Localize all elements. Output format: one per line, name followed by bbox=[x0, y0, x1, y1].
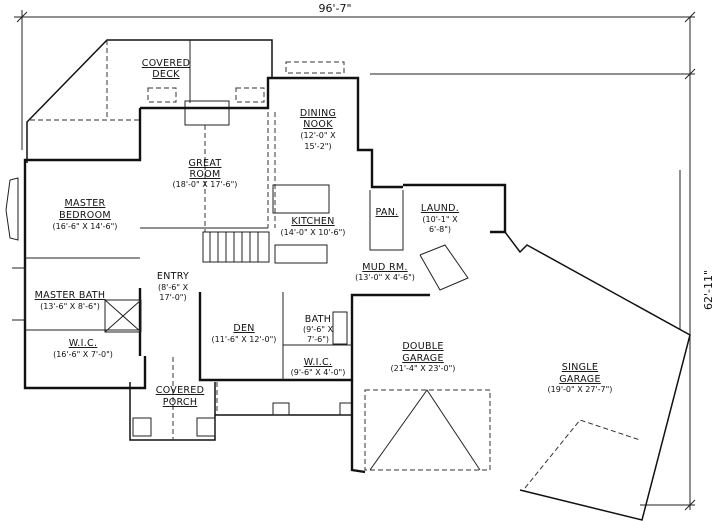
svg-text:COVERED: COVERED bbox=[156, 385, 204, 396]
svg-text:(14'-0" X 10'-6"): (14'-0" X 10'-6") bbox=[281, 228, 346, 237]
svg-text:(18'-0" X 17'-6"): (18'-0" X 17'-6") bbox=[173, 180, 238, 189]
svg-text:6'-8"): 6'-8") bbox=[429, 225, 451, 234]
svg-text:MUD RM.: MUD RM. bbox=[362, 262, 407, 273]
room-kitchen: KITCHEN (14'-0" X 10'-6") bbox=[281, 216, 346, 237]
svg-text:(9'-6" X 4'-0"): (9'-6" X 4'-0") bbox=[291, 368, 346, 377]
room-wic-den: W.I.C. (9'-6" X 4'-0") bbox=[291, 357, 346, 377]
svg-text:(19'-0" X 27'-7"): (19'-0" X 27'-7") bbox=[548, 385, 613, 394]
svg-text:W.I.C.: W.I.C. bbox=[304, 357, 333, 368]
room-double-garage: DOUBLE GARAGE (21'-4" X 23'-0") bbox=[391, 341, 456, 373]
svg-text:DEN: DEN bbox=[233, 323, 254, 334]
room-great-room: GREAT ROOM (18'-0" X 17'-6") bbox=[173, 158, 238, 189]
svg-text:7'-6"): 7'-6") bbox=[307, 335, 329, 344]
svg-text:SINGLE: SINGLE bbox=[562, 362, 598, 373]
svg-text:BATH: BATH bbox=[305, 314, 331, 325]
room-master-bedroom: MASTER BEDROOM (16'-6" X 14'-6") bbox=[53, 198, 118, 231]
room-pantry: PAN. bbox=[376, 207, 399, 218]
room-den: DEN (11'-6" X 12'-0") bbox=[212, 323, 277, 344]
garage-structure bbox=[350, 231, 691, 521]
svg-text:(11'-6" X 12'-0"): (11'-6" X 12'-0") bbox=[212, 335, 277, 344]
svg-text:(10'-1" X: (10'-1" X bbox=[422, 215, 458, 224]
svg-text:MASTER: MASTER bbox=[65, 198, 106, 209]
room-laundry: LAUND. (10'-1" X 6'-8") bbox=[421, 203, 459, 234]
svg-text:GARAGE: GARAGE bbox=[402, 353, 444, 364]
covered-deck-structure bbox=[26, 39, 345, 232]
room-master-bath: MASTER BATH (13'-6" X 8'-6") bbox=[35, 290, 106, 311]
svg-text:(13'-0" X 4'-6"): (13'-0" X 4'-6") bbox=[355, 273, 415, 282]
room-entry: ENTRY (8'-6" X 17'-0") bbox=[157, 271, 189, 302]
svg-text:(16'-6" X 7'-0"): (16'-6" X 7'-0") bbox=[53, 350, 113, 359]
svg-text:COVERED: COVERED bbox=[142, 58, 190, 69]
svg-text:PORCH: PORCH bbox=[163, 397, 198, 408]
room-dining-nook: DINING NOOK (12'-0" X 15'-2") bbox=[300, 108, 336, 151]
room-covered-porch: COVERED PORCH bbox=[156, 385, 204, 408]
svg-text:(21'-4" X 23'-0"): (21'-4" X 23'-0") bbox=[391, 364, 456, 373]
svg-text:ROOM: ROOM bbox=[190, 169, 221, 180]
svg-text:(9'-6" X: (9'-6" X bbox=[303, 325, 334, 334]
svg-text:17'-0"): 17'-0") bbox=[159, 293, 186, 302]
svg-text:MASTER BATH: MASTER BATH bbox=[35, 290, 106, 301]
svg-text:LAUND.: LAUND. bbox=[421, 203, 459, 214]
svg-text:15'-2"): 15'-2") bbox=[304, 142, 331, 151]
svg-text:ENTRY: ENTRY bbox=[157, 271, 189, 282]
depth-dimension: 62'-11" bbox=[702, 270, 715, 310]
room-bath: BATH (9'-6" X 7'-6") bbox=[303, 314, 334, 344]
dimension-lines bbox=[14, 10, 696, 511]
room-covered-deck: COVERED DECK bbox=[142, 58, 190, 80]
svg-text:BEDROOM: BEDROOM bbox=[59, 210, 111, 221]
svg-text:DOUBLE: DOUBLE bbox=[402, 341, 443, 352]
width-dimension: 96'-7" bbox=[318, 2, 351, 15]
svg-text:DECK: DECK bbox=[152, 69, 180, 80]
svg-text:PAN.: PAN. bbox=[376, 207, 399, 218]
svg-text:NOOK: NOOK bbox=[303, 119, 333, 130]
svg-text:W.I.C.: W.I.C. bbox=[69, 338, 98, 349]
svg-text:(8'-6" X: (8'-6" X bbox=[158, 283, 189, 292]
svg-text:(16'-6" X 14'-6"): (16'-6" X 14'-6") bbox=[53, 222, 118, 231]
svg-text:DINING: DINING bbox=[300, 108, 336, 119]
svg-text:GREAT: GREAT bbox=[188, 158, 221, 169]
svg-text:(12'-0" X: (12'-0" X bbox=[300, 131, 336, 140]
svg-text:KITCHEN: KITCHEN bbox=[291, 216, 334, 227]
svg-text:(13'-6" X 8'-6"): (13'-6" X 8'-6") bbox=[40, 302, 100, 311]
svg-text:GARAGE: GARAGE bbox=[559, 374, 601, 385]
room-single-garage: SINGLE GARAGE (19'-0" X 27'-7") bbox=[548, 362, 613, 394]
room-wic-master: W.I.C. (16'-6" X 7'-0") bbox=[53, 338, 113, 359]
room-mud-room: MUD RM. (13'-0" X 4'-6") bbox=[355, 262, 415, 282]
covered-porch-structure bbox=[129, 357, 353, 441]
